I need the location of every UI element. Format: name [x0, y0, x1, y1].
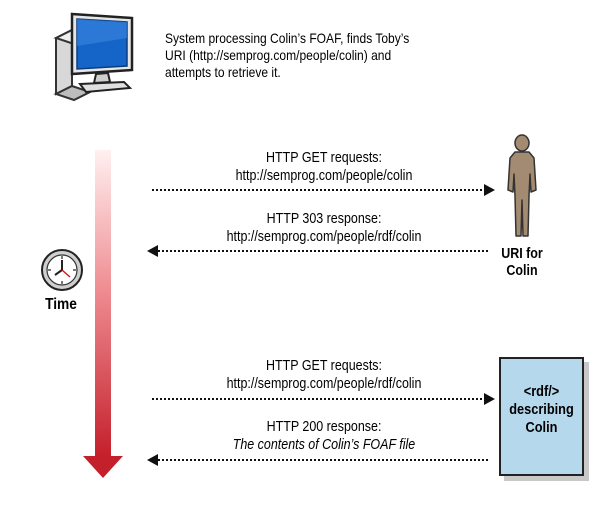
arrow-3-head [484, 393, 495, 405]
message-1-line-1: HTTP GET requests: [266, 150, 382, 166]
message-3-label: HTTP GET requests: http://semprog.com/pe… [169, 357, 479, 393]
description-line-3: attempts to retrieve it. [165, 64, 281, 80]
document-line-3: Colin [525, 420, 558, 436]
message-2-line-2: http://semprog.com/people/rdf/colin [226, 229, 422, 245]
message-3-line-1: HTTP GET requests: [266, 358, 382, 374]
message-1-line-2: http://semprog.com/people/colin [235, 168, 413, 184]
description-line-2: URI (http://semprog.com/people/colin) an… [165, 47, 392, 63]
message-4-line-1: HTTP 200 response: [266, 419, 382, 435]
description-line-1: System processing Colin’s FOAF, finds To… [165, 30, 410, 46]
arrow-4-head [147, 454, 158, 466]
person-label-line-1: URI for [501, 246, 543, 262]
document-text: <rdf/> describing Colin [506, 383, 577, 437]
message-1-label: HTTP GET requests: http://semprog.com/pe… [169, 149, 479, 185]
time-label: Time [45, 296, 77, 313]
message-4-label: HTTP 200 response: The contents of Colin… [169, 418, 479, 454]
message-2-line-1: HTTP 303 response: [266, 211, 382, 227]
message-3-line-2: http://semprog.com/people/rdf/colin [226, 376, 422, 392]
arrow-1-head [484, 184, 495, 196]
time-arrow [83, 150, 123, 478]
document-icon: <rdf/> describing Colin [499, 357, 584, 476]
person-label-line-2: Colin [506, 263, 538, 279]
description: System processing Colin’s FOAF, finds To… [165, 30, 449, 81]
document-line-2: describing [509, 402, 574, 418]
computer-icon [53, 12, 134, 102]
arrow-2-head [147, 245, 158, 257]
document-line-1: <rdf/> [523, 384, 560, 400]
message-2-label: HTTP 303 response: http://semprog.com/pe… [169, 210, 479, 246]
clock-icon [41, 249, 83, 291]
person-icon [507, 134, 537, 237]
message-4-line-2: The contents of Colin’s FOAF file [232, 437, 416, 453]
person-label: URI for Colin [488, 246, 557, 280]
